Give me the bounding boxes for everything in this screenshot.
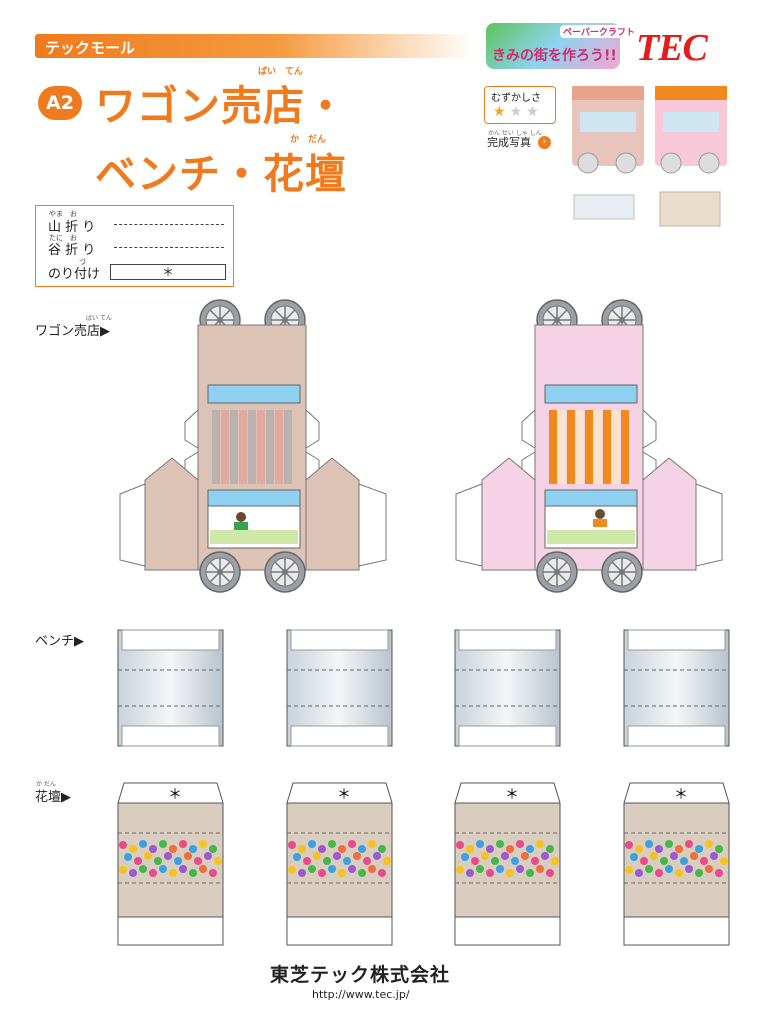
fold-legend: やま お 山 折 り たに お 谷 折 り づ のり付け ＊ (35, 205, 234, 287)
mountain-fold-line (114, 224, 224, 225)
wagon-template-brown (119, 299, 387, 593)
game-logo-sub: ペーパークラフト (560, 25, 638, 38)
page-title-line1: ワゴン売店・ (95, 82, 347, 130)
title-ruby-kadan: か だん (290, 135, 327, 145)
title-ruby-baiten: ばい てん (258, 67, 304, 77)
tec-logo: TEC (636, 27, 708, 69)
star-filled-icon: ★ (493, 104, 510, 120)
valley-fold-line (114, 247, 224, 248)
game-logo-text: きみの街を作ろう!! (492, 48, 617, 64)
legend-valley-fold: 谷 折 り (48, 243, 96, 258)
company-url: http://www.tec.jp/ (312, 988, 410, 1001)
star-empty-icon: ★ (509, 104, 527, 120)
svg-text:＊: ＊ (168, 787, 182, 803)
wagon-template-pink (455, 299, 723, 593)
completed-thumbnails (572, 86, 727, 227)
arrow-right-icon: › (538, 136, 551, 149)
game-logo: ペーパークラフト きみの街を作ろう!! (486, 23, 638, 69)
difficulty-stars: ★★★ (493, 104, 543, 120)
svg-text:＊: ＊ (337, 787, 351, 803)
difficulty-label: むずかしさ (491, 93, 541, 104)
section-bench-label: ベンチ▶ (35, 634, 84, 649)
section-wagon-label: ワゴン売店▶ (35, 324, 110, 339)
legend-mountain-fold: 山 折 り (48, 220, 96, 235)
star-empty-icon: ★ (526, 104, 543, 120)
legend-glue: のり付け (48, 267, 101, 282)
section-flowerbed-label: 花壇▶ (35, 790, 71, 805)
flowerbed-templates: ＊ ＊ ＊ ＊ (117, 782, 730, 946)
sheet-badge: A2 (38, 86, 82, 120)
svg-text:＊: ＊ (674, 787, 688, 803)
difficulty-box: むずかしさ ★★★ (484, 86, 556, 124)
legend-ruby-yama: やま お (49, 210, 77, 218)
wagon-ruby: ばい てん (86, 315, 112, 322)
photo-ruby: かん せい しゃ しん (488, 130, 542, 137)
page-title-line2: ベンチ・花壇 (95, 150, 347, 198)
banner-text: テックモール (45, 39, 136, 57)
bench-templates (117, 629, 730, 747)
company-name: 東芝テック株式会社 (270, 964, 451, 986)
svg-text:＊: ＊ (505, 787, 519, 803)
completed-photo-label: 完成写真 (487, 136, 531, 149)
glue-mark-box: ＊ (110, 264, 226, 280)
header-banner: テックモール (35, 34, 475, 58)
flowerbed-ruby: か だん (36, 781, 56, 788)
legend-ruby-tsu: づ (79, 258, 86, 266)
legend-ruby-tani: たに お (49, 234, 77, 242)
